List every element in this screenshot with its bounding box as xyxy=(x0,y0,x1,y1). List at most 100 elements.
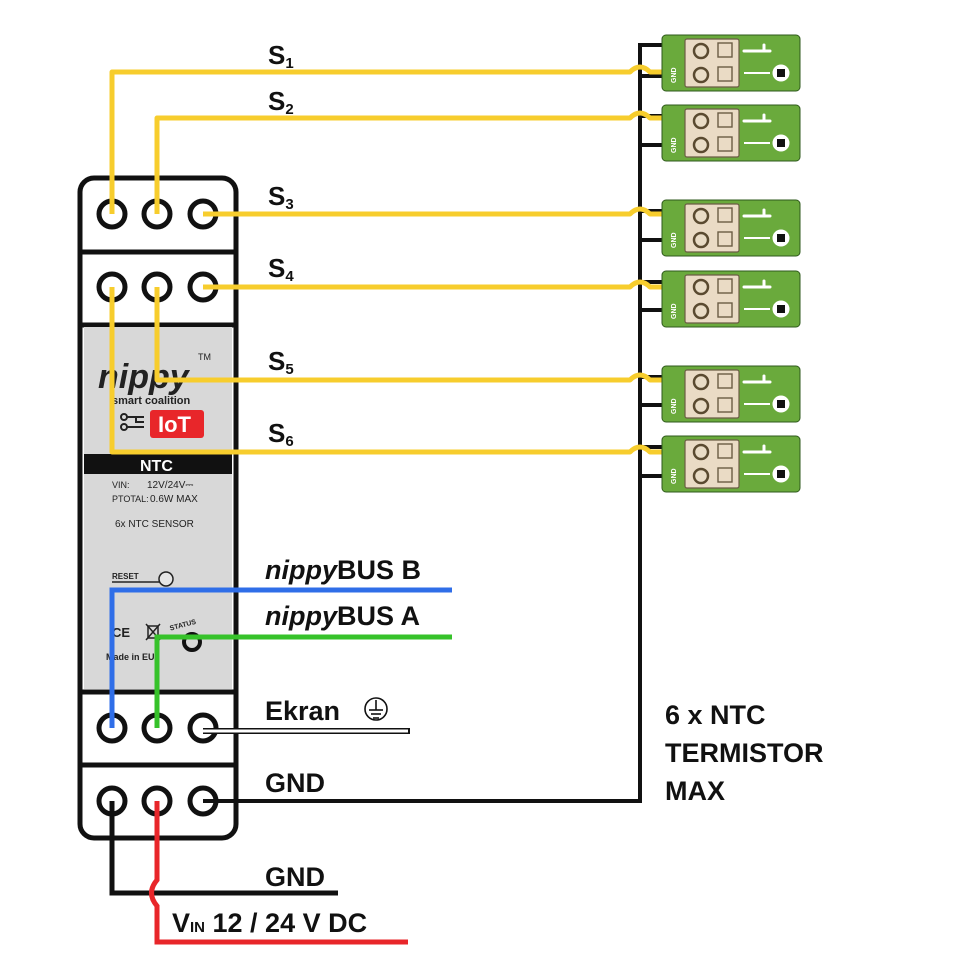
screw-terminal xyxy=(692,136,710,154)
gnd-marking: GND xyxy=(671,303,678,319)
screw-terminal xyxy=(692,207,710,225)
ce-mark: CE xyxy=(112,625,130,640)
ntc-thermistor-icon xyxy=(777,305,785,313)
screw-terminal xyxy=(692,231,710,249)
ntc-thermistor-icon xyxy=(777,234,785,242)
trademark-mark: TM xyxy=(198,352,211,362)
ekran-label: Ekran xyxy=(265,696,340,726)
terminal-block xyxy=(684,439,740,489)
reset-label: RESET xyxy=(112,572,139,581)
pcb-trace xyxy=(742,279,772,289)
signal-wires xyxy=(109,64,692,455)
gnd-marking: GND xyxy=(671,398,678,414)
bus-a-wire xyxy=(154,634,452,728)
wire-s6 xyxy=(109,287,692,455)
ntc-note-line-2: TERMISTOR xyxy=(665,738,824,768)
pcb-trace xyxy=(742,43,772,53)
power-gnd-label: GND xyxy=(265,862,325,892)
ptotal-spec-value: 0.6W MAX xyxy=(150,494,198,505)
pcb-trace xyxy=(742,444,772,454)
screw-terminal xyxy=(692,373,710,391)
bus-b-label: nippyBUS B xyxy=(265,555,421,585)
svg-text:S4: S4 xyxy=(268,253,294,285)
gnd-marking: GND xyxy=(671,232,678,248)
iot-badge-text: IoT xyxy=(158,412,192,437)
terminal-clamp xyxy=(717,467,733,483)
ntc-sensor-board-3: GND xyxy=(661,199,801,257)
reset-button[interactable] xyxy=(158,571,174,587)
bus-b-wire xyxy=(109,587,452,728)
pcb-trace xyxy=(742,374,772,384)
bus-a-label: nippyBUS A xyxy=(265,601,420,631)
terminal-clamp xyxy=(717,42,733,58)
power-vin-label: VIN 12 / 24 V DC xyxy=(172,908,367,938)
svg-text:S6: S6 xyxy=(268,418,294,450)
top-terminals xyxy=(96,198,219,303)
ntc-thermistor-icon xyxy=(777,470,785,478)
gnd-marking: GND xyxy=(671,137,678,153)
terminal-clamp xyxy=(717,231,733,247)
terminal-clamp xyxy=(717,302,733,318)
pcb-trace xyxy=(742,113,772,123)
terminal-clamp xyxy=(717,373,733,389)
pcb-trace xyxy=(742,208,772,218)
ntc-thermistor-icon xyxy=(777,400,785,408)
sensor-label-1: S1 xyxy=(268,40,294,72)
sensor-label-2: S2 xyxy=(268,86,294,118)
model-name: NTC xyxy=(140,458,173,475)
ntc-sensor-boards: GND GND GND GND GND GND xyxy=(661,34,801,493)
ntc-thermistor-icon xyxy=(777,69,785,77)
made-in-label: Made in EU xyxy=(106,652,155,662)
circuit-icon xyxy=(120,413,144,431)
wire-s1 xyxy=(109,64,692,214)
ptotal-spec-label: PTOTAL: xyxy=(112,494,149,504)
device-description: 6x NTC SENSOR xyxy=(115,519,194,530)
terminal-block xyxy=(684,38,740,88)
screw-terminal xyxy=(692,302,710,320)
model-bar xyxy=(84,454,232,474)
svg-text:S2: S2 xyxy=(268,86,294,118)
terminal-clamp xyxy=(717,112,733,128)
svg-text:S3: S3 xyxy=(268,181,294,213)
terminal-clamp xyxy=(717,278,733,294)
power-gnd-wire xyxy=(109,801,338,896)
gnd-marking: GND xyxy=(671,67,678,83)
screw-terminal xyxy=(692,66,710,84)
wire-s2 xyxy=(154,110,692,214)
screw-terminal xyxy=(692,443,710,461)
ntc-thermistor-icon xyxy=(777,139,785,147)
sensor-label-3: S3 xyxy=(268,181,294,213)
ntc-sensor-board-5: GND xyxy=(661,365,801,423)
gnd-marking: GND xyxy=(671,468,678,484)
earth-ground-icon xyxy=(364,697,388,721)
terminal-clamp xyxy=(717,443,733,459)
terminal-clamp xyxy=(717,136,733,152)
terminal-clamp xyxy=(717,66,733,82)
wire-s5 xyxy=(154,287,692,383)
power-vin-wire xyxy=(149,801,408,945)
terminal-clamp xyxy=(717,207,733,223)
svg-text:S1: S1 xyxy=(268,40,294,72)
ntc-sensor-board-1: GND xyxy=(661,34,801,92)
iot-badge xyxy=(150,410,204,438)
screw-terminal xyxy=(692,42,710,60)
terminal-block xyxy=(684,203,740,253)
vin-spec-value: 12V/24V⎓ xyxy=(147,480,193,491)
ntc-sensor-board-4: GND xyxy=(661,270,801,328)
brand-tagline: smart coalition xyxy=(112,395,191,407)
ntc-sensor-board-6: GND xyxy=(661,435,801,493)
screw-terminal xyxy=(692,397,710,415)
ntc-note-line-1: 6 x NTC xyxy=(665,700,766,730)
sensor-label-5: S5 xyxy=(268,346,294,378)
wire-s4 xyxy=(203,279,692,290)
din-module: nippy TM smart coalition IoT NTC VIN: 12… xyxy=(77,175,239,841)
sensor-label-4: S4 xyxy=(268,253,294,285)
ntc-note-line-3: MAX xyxy=(665,776,725,806)
terminal-block xyxy=(684,369,740,419)
screw-terminal xyxy=(692,278,710,296)
wire-s3 xyxy=(203,206,692,217)
gnd-sensor-label: GND xyxy=(265,768,325,798)
screw-terminal xyxy=(692,467,710,485)
ntc-sensor-board-2: GND xyxy=(661,104,801,162)
